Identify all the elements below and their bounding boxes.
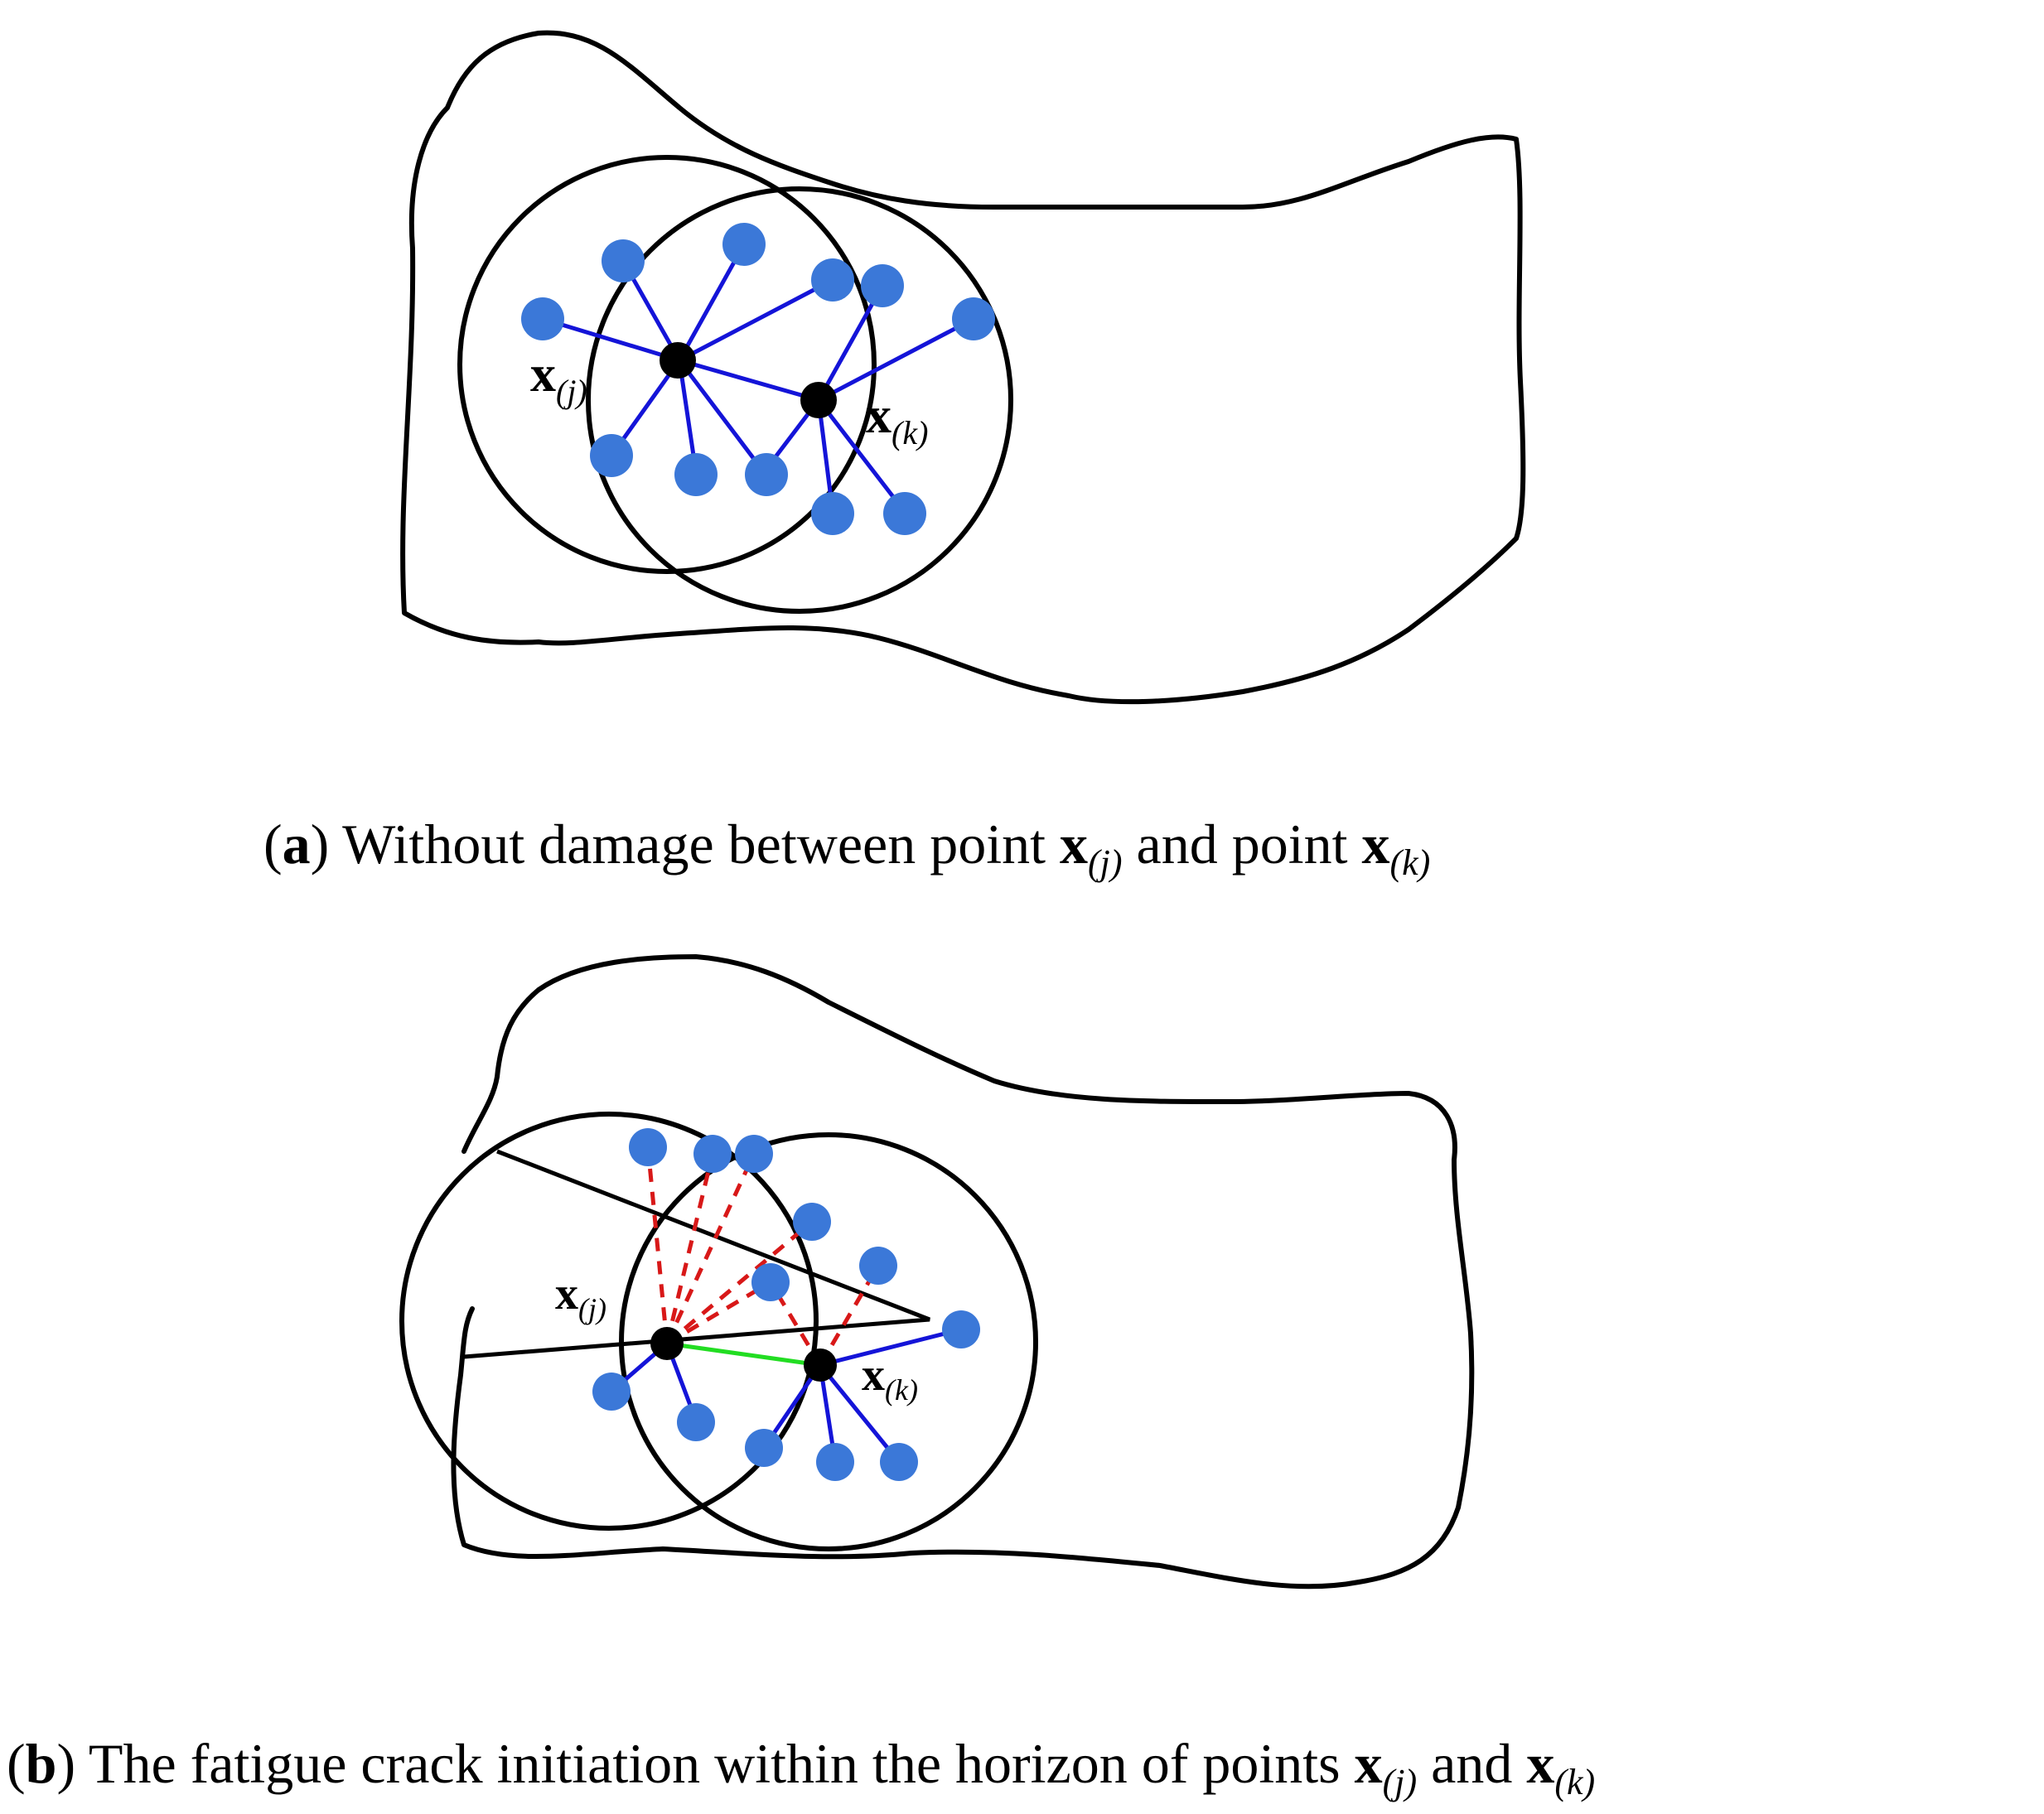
horizon-circle-k-b xyxy=(619,1132,1038,1551)
neighbor-point xyxy=(674,453,718,496)
broken-bond xyxy=(664,1152,756,1345)
caption-a-mid: and point xyxy=(1122,813,1362,876)
caption-a-text: Without damage between point xyxy=(329,813,1060,876)
neighbor-point xyxy=(859,1247,897,1285)
caption-b-text: The fatigue crack initiation within the … xyxy=(75,1732,1355,1795)
material-point-k-a xyxy=(800,382,837,418)
neighbor-point xyxy=(793,1203,831,1241)
bond-k-5 xyxy=(817,398,906,514)
neighbor-points-a xyxy=(521,223,995,535)
neighbor-point xyxy=(735,1135,773,1173)
caption-a-close: ) xyxy=(310,813,330,876)
neighbor-point xyxy=(880,1443,918,1481)
bond-k-2 xyxy=(817,316,975,403)
bond-jk xyxy=(679,358,819,403)
caption-b-vec-k: x xyxy=(1526,1732,1555,1795)
body-outline-b xyxy=(451,954,1475,1590)
broken-bond xyxy=(665,1280,772,1346)
neighbor-point xyxy=(816,1443,854,1481)
neighbor-point xyxy=(677,1403,715,1441)
neighbor-point xyxy=(693,1135,732,1173)
caption-a-sub-j: (j) xyxy=(1088,842,1123,883)
neighbor-point xyxy=(629,1128,667,1166)
caption-a-tag: a xyxy=(282,813,311,876)
caption-b-tag: b xyxy=(25,1732,57,1795)
neighbor-points-b xyxy=(592,1128,980,1481)
bond-j-3 xyxy=(677,243,747,362)
caption-b-mid: and xyxy=(1417,1732,1527,1795)
label-x-k-a: x(k) xyxy=(866,388,928,451)
bond-j-7 xyxy=(678,359,766,474)
caption-b: (b) The fatigue crack initiation within … xyxy=(7,1731,1595,1803)
bond-k-1 xyxy=(816,284,885,402)
caption-a: (a) Without damage between point x(j) an… xyxy=(263,812,1430,884)
material-point-j-b xyxy=(650,1327,684,1360)
neighbor-point xyxy=(811,492,854,535)
neighbor-point xyxy=(745,453,788,496)
caption-b-close: ) xyxy=(56,1732,76,1795)
neighbor-point xyxy=(952,297,995,340)
broken-bond xyxy=(665,1220,814,1345)
caption-a-vec-k: x xyxy=(1361,813,1390,876)
panel-a: x(j) x(k) xyxy=(400,30,1526,705)
neighbor-point xyxy=(745,1429,783,1467)
body-outline-a xyxy=(400,30,1526,705)
panel-b: x(j) x(k) xyxy=(399,954,1475,1590)
caption-a-open: ( xyxy=(263,813,283,876)
caption-b-sub-j: (j) xyxy=(1382,1762,1418,1802)
label-x-j-a: x(j) xyxy=(530,346,587,410)
broken-bond xyxy=(645,1146,669,1344)
broken-bond xyxy=(664,1153,715,1344)
caption-b-open: ( xyxy=(7,1732,26,1795)
neighbor-point xyxy=(602,239,645,282)
neighbor-point xyxy=(592,1373,631,1411)
caption-b-sub-k: (k) xyxy=(1554,1762,1596,1802)
material-point-j-a xyxy=(660,342,696,379)
crack-faces xyxy=(463,1149,930,1359)
neighbor-point xyxy=(861,264,904,307)
horizon-circle-k-a xyxy=(586,186,1013,614)
horizon-circle-j-b xyxy=(399,1112,819,1531)
caption-b-vec-j: x xyxy=(1354,1732,1383,1795)
broken-bonds-b xyxy=(645,1146,881,1367)
label-x-k-b: x(k) xyxy=(862,1349,918,1406)
neighbor-point xyxy=(722,223,766,266)
bond-remaining-jk xyxy=(666,1341,821,1368)
neighbor-point xyxy=(942,1310,980,1348)
label-x-j-b: x(j) xyxy=(555,1268,606,1325)
neighbor-point xyxy=(811,258,854,302)
bond-j-1 xyxy=(542,316,680,363)
material-point-k-b xyxy=(804,1348,837,1382)
bond-k-b4 xyxy=(819,1363,901,1464)
neighbor-point xyxy=(521,297,564,340)
neighbor-point xyxy=(590,434,633,477)
neighbor-point xyxy=(883,492,926,535)
horizon-circle-j-a xyxy=(457,155,877,574)
bond-k-b1 xyxy=(819,1327,962,1368)
neighbor-point xyxy=(751,1263,790,1301)
caption-a-sub-k: (k) xyxy=(1389,842,1431,883)
bond-j-4 xyxy=(678,277,834,363)
broken-bond xyxy=(818,1264,881,1367)
caption-a-vec-j: x xyxy=(1060,813,1088,876)
